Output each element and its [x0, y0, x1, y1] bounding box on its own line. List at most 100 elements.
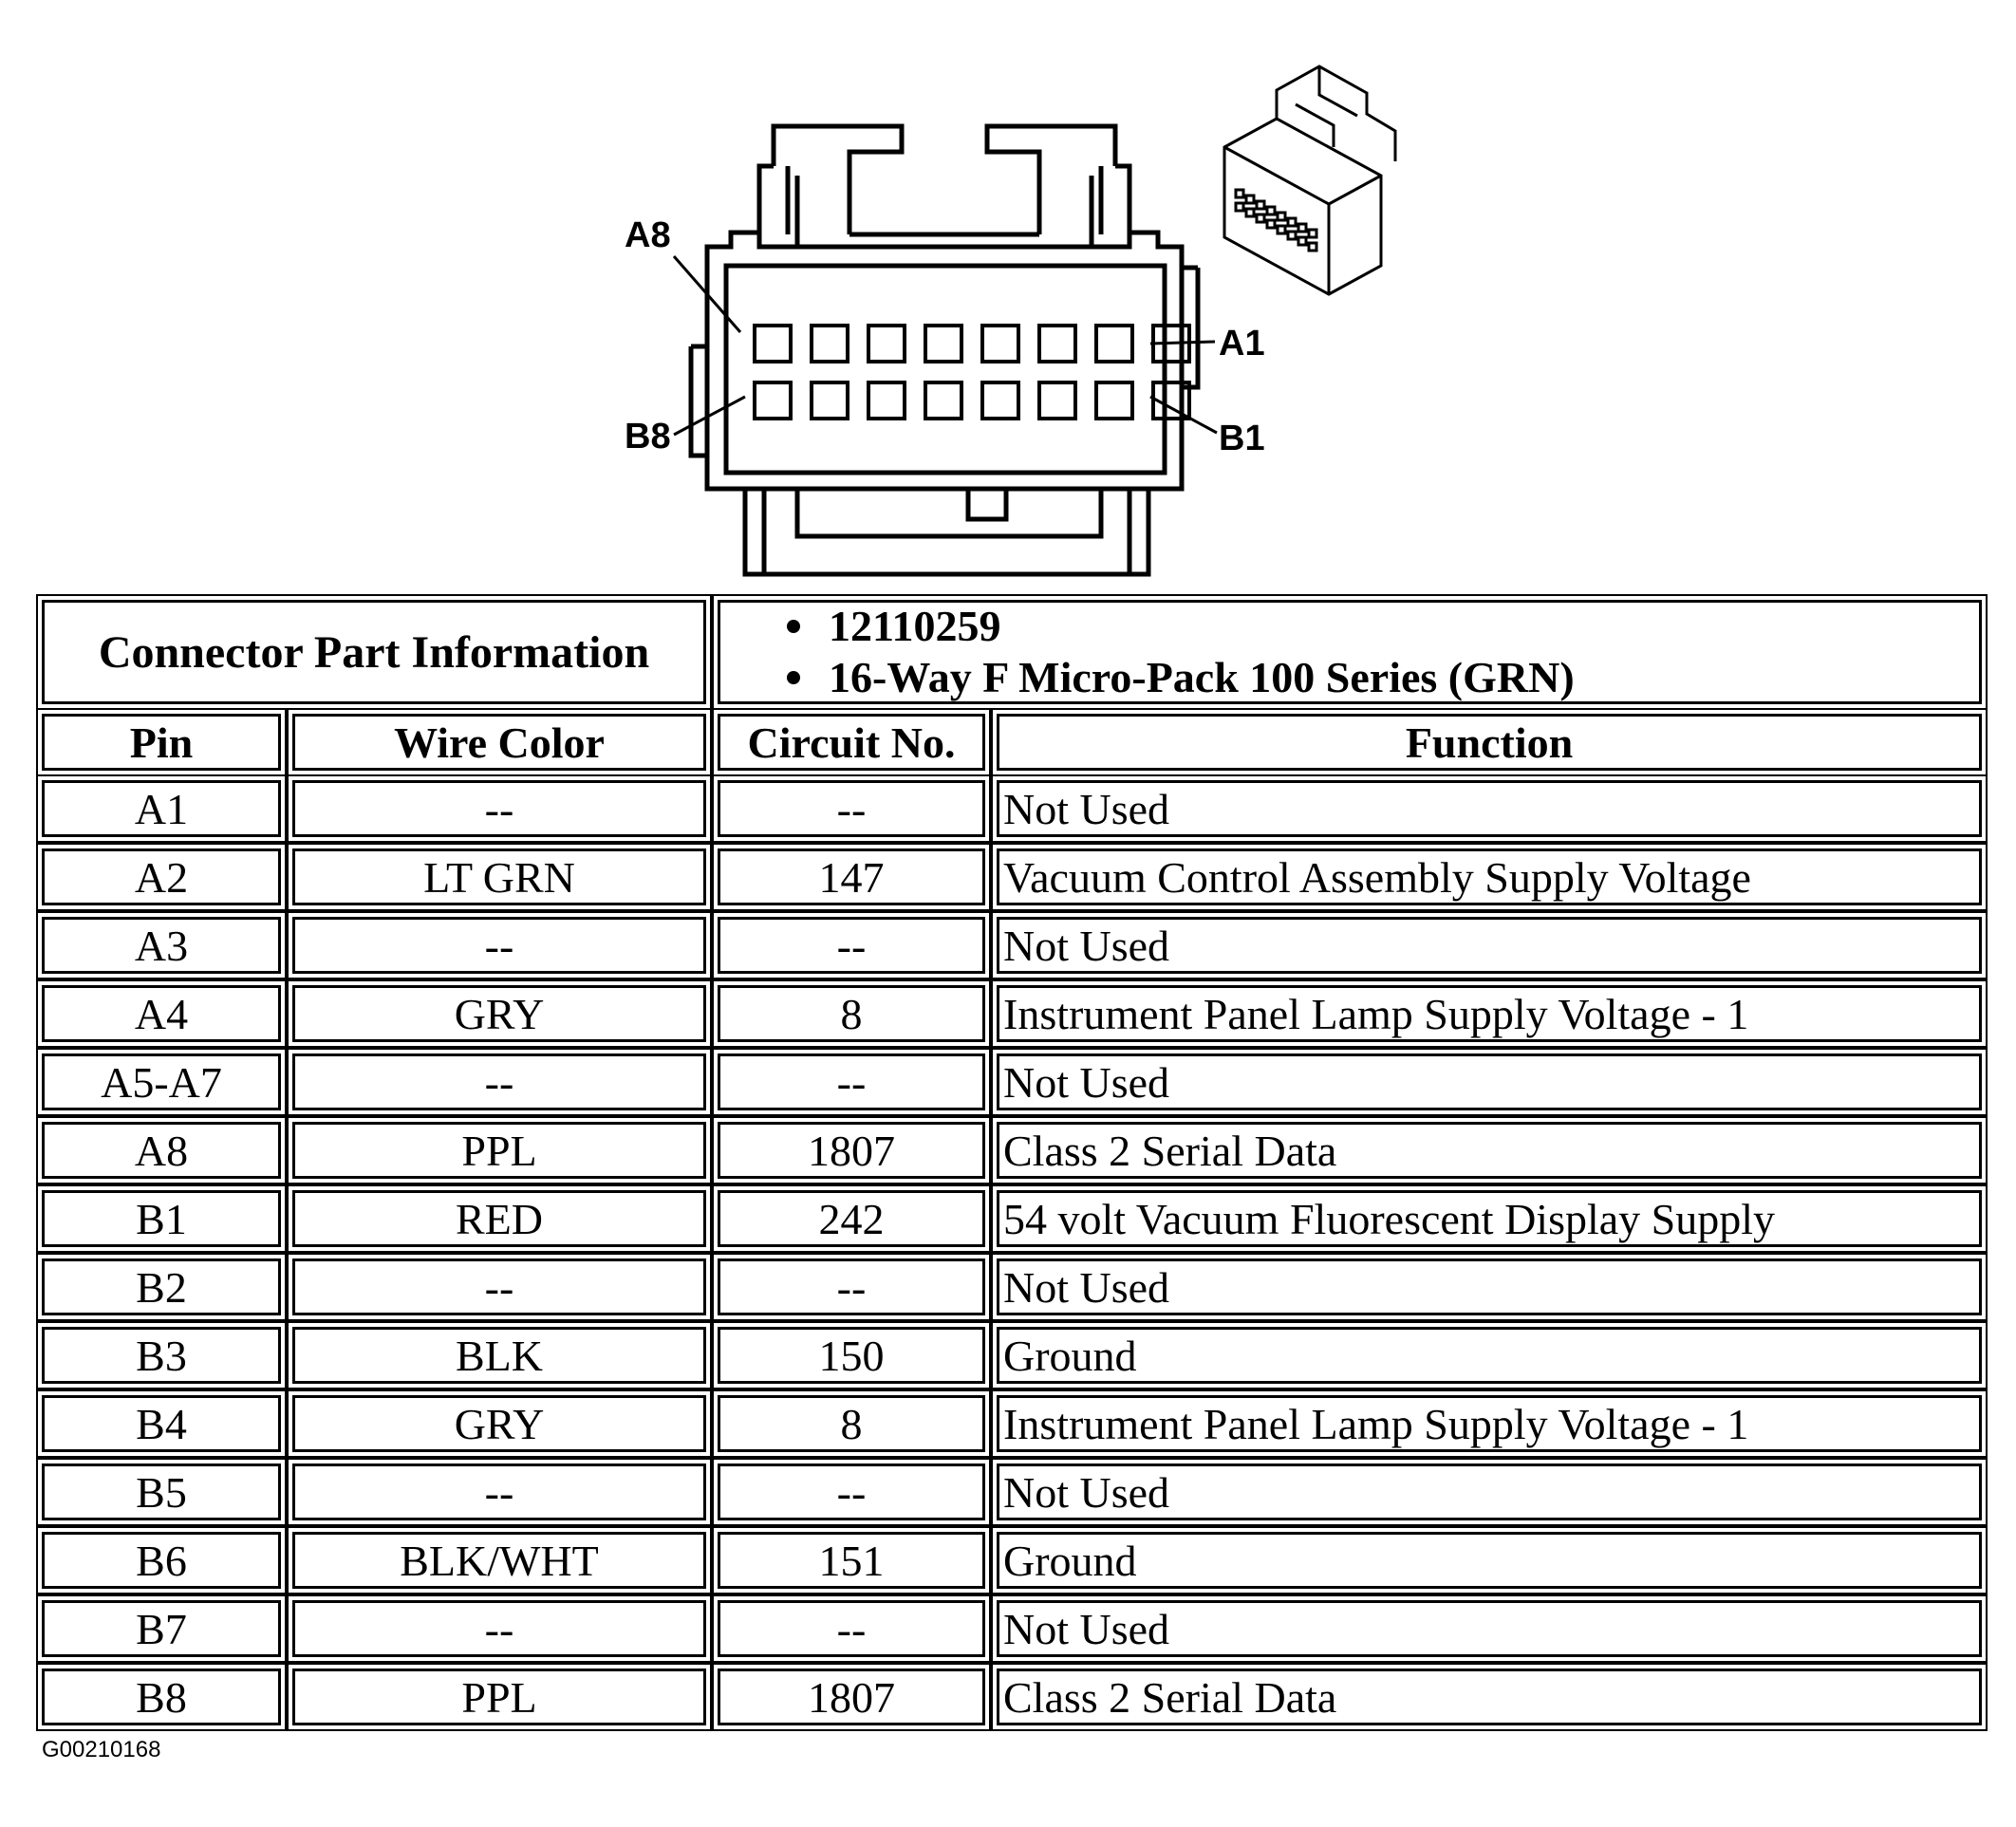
wire-color-cell: -- — [287, 774, 712, 843]
pin-label-a8: A8 — [625, 215, 671, 255]
pin-cell: A5-A7 — [36, 1048, 287, 1116]
pin-label-a1: A1 — [1219, 324, 1265, 364]
function-cell: Instrument Panel Lamp Supply Voltage - 1 — [991, 979, 1988, 1048]
iso-pin-cavity — [1255, 213, 1266, 224]
table-row: A3----Not Used — [36, 911, 1988, 979]
pin-cell: B1 — [36, 1184, 287, 1253]
wire-color-cell: -- — [287, 1594, 712, 1663]
wire-color-cell: GRY — [287, 1389, 712, 1458]
connector-description: 16-Way F Micro-Pack 100 Series (GRN) — [829, 653, 1575, 701]
function-cell: Ground — [991, 1526, 1988, 1594]
description-line: 16-Way F Micro-Pack 100 Series (GRN) — [787, 652, 1575, 703]
circuit-no-cell: -- — [712, 1458, 991, 1526]
figure-id: G00210168 — [42, 1737, 161, 1762]
bullet-icon — [787, 671, 800, 684]
pin-cavity — [1094, 324, 1134, 364]
connector-info-value: 12110259 16-Way F Micro-Pack 100 Series … — [712, 594, 1988, 710]
function-cell: Not Used — [991, 1458, 1988, 1526]
function-cell: Not Used — [991, 911, 1988, 979]
connector-info-table: Connector Part Information 12110259 16-W… — [36, 594, 1988, 710]
connector-isometric-icon — [1223, 65, 1397, 296]
wire-color-cell: -- — [287, 1048, 712, 1116]
function-cell: Ground — [991, 1321, 1988, 1389]
iso-pin-cavity — [1297, 222, 1308, 233]
table-row: B5----Not Used — [36, 1458, 1988, 1526]
pin-cavity — [810, 324, 849, 364]
pin-cavity — [867, 324, 906, 364]
connector-face-drawing: A8 A1 B8 B1 — [625, 65, 1397, 577]
table-row: A1----Not Used — [36, 774, 1988, 843]
connector-info-label: Connector Part Information — [36, 594, 712, 710]
function-cell: 54 volt Vacuum Fluorescent Display Suppl… — [991, 1184, 1988, 1253]
pin-cell: B3 — [36, 1321, 287, 1389]
wire-color-cell: GRY — [287, 979, 712, 1048]
pin-cell: A4 — [36, 979, 287, 1048]
table-header-row: Pin Wire Color Circuit No. Function — [36, 708, 1988, 776]
header-pin: Pin — [36, 708, 287, 776]
iso-pin-cavity — [1276, 211, 1287, 222]
pin-label-b1: B1 — [1219, 419, 1265, 458]
circuit-no-cell: -- — [712, 911, 991, 979]
iso-pin-cavity — [1276, 224, 1287, 235]
iso-pin-cavity — [1297, 235, 1308, 247]
pin-cell: B7 — [36, 1594, 287, 1663]
pin-cavity — [1037, 324, 1077, 364]
pin-cavity — [867, 381, 906, 420]
function-cell: Class 2 Serial Data — [991, 1663, 1988, 1731]
iso-pin-cavity — [1255, 199, 1266, 211]
pin-cell: A2 — [36, 843, 287, 911]
function-cell: Instrument Panel Lamp Supply Voltage - 1 — [991, 1389, 1988, 1458]
wire-color-cell: PPL — [287, 1663, 712, 1731]
iso-pin-cavity — [1244, 207, 1256, 218]
iso-pin-cavity — [1307, 228, 1318, 239]
wire-color-cell: -- — [287, 1253, 712, 1321]
table-row: B7----Not Used — [36, 1594, 1988, 1663]
part-number-line: 12110259 — [787, 601, 1000, 652]
iso-pin-cavity — [1265, 205, 1277, 216]
circuit-no-cell: 1807 — [712, 1116, 991, 1184]
pin-cavity — [753, 324, 793, 364]
circuit-no-cell: -- — [712, 1594, 991, 1663]
pin-cavity — [980, 381, 1020, 420]
pin-cavity — [810, 381, 849, 420]
circuit-no-cell: 150 — [712, 1321, 991, 1389]
pin-cell: B4 — [36, 1389, 287, 1458]
function-cell: Not Used — [991, 1253, 1988, 1321]
circuit-no-cell: 1807 — [712, 1663, 991, 1731]
function-cell: Not Used — [991, 1048, 1988, 1116]
iso-pin-cavity — [1244, 194, 1256, 205]
wire-color-cell: -- — [287, 1458, 712, 1526]
pin-cell: A3 — [36, 911, 287, 979]
function-cell: Class 2 Serial Data — [991, 1116, 1988, 1184]
pin-cell: A1 — [36, 774, 287, 843]
bullet-icon — [787, 620, 800, 633]
circuit-no-cell: -- — [712, 774, 991, 843]
circuit-no-cell: 147 — [712, 843, 991, 911]
iso-pin-cavity — [1307, 241, 1318, 252]
pin-cavity — [1151, 381, 1191, 420]
pin-cavity — [1037, 381, 1077, 420]
header-wire-color: Wire Color — [287, 708, 712, 776]
table-row: B2----Not Used — [36, 1253, 1988, 1321]
pin-cell: A8 — [36, 1116, 287, 1184]
wire-color-cell: RED — [287, 1184, 712, 1253]
wire-color-cell: PPL — [287, 1116, 712, 1184]
wire-color-cell: BLK — [287, 1321, 712, 1389]
table-row: A5-A7----Not Used — [36, 1048, 1988, 1116]
pin-cavity — [924, 381, 963, 420]
iso-pin-cavity — [1234, 188, 1245, 199]
circuit-no-cell: -- — [712, 1253, 991, 1321]
header-circuit-no: Circuit No. — [712, 708, 991, 776]
pin-cell: B5 — [36, 1458, 287, 1526]
wire-color-cell: LT GRN — [287, 843, 712, 911]
wire-color-cell: BLK/WHT — [287, 1526, 712, 1594]
pin-cavity — [1094, 381, 1134, 420]
pin-cell: B6 — [36, 1526, 287, 1594]
